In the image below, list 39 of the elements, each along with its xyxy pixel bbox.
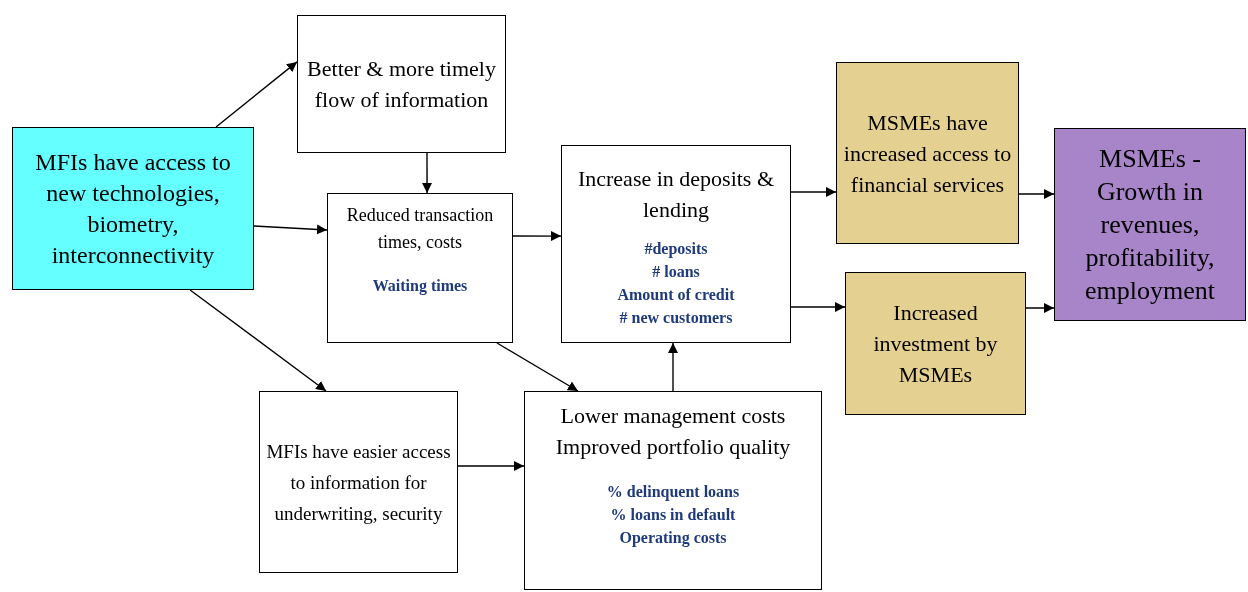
metric-text: % loans in default (610, 505, 736, 525)
metric-text: Operating costs (619, 528, 727, 549)
process-box (561, 145, 791, 343)
node-text: MFIs have access to new technologies, biometry, interconnectivity (34, 147, 232, 270)
arrow (1018, 189, 1055, 199)
metric-text: #deposits (644, 239, 708, 260)
process-box (836, 62, 1019, 244)
arrow (496, 342, 579, 392)
arrow (422, 152, 433, 194)
node-text: MSMEs have increased access to financial services (843, 108, 1012, 199)
arrow (215, 61, 298, 128)
arrow (790, 302, 846, 312)
metric-text: Amount of credit (617, 285, 735, 305)
node-text: Lower management costs (560, 402, 786, 430)
arrow (668, 342, 678, 392)
node-text: Increase in deposits & lending (576, 165, 776, 224)
metric-text: # loans (652, 262, 700, 282)
arrow (457, 461, 525, 471)
arrow (189, 289, 327, 392)
process-box (845, 272, 1026, 415)
node-text: Improved portfolio quality (555, 433, 791, 461)
arrow (253, 224, 328, 235)
metric-text: Waiting times (372, 276, 468, 297)
process-box (12, 127, 254, 290)
node-text: MSMEs - Growth in revenues, profitability, employment (1084, 143, 1216, 307)
node-text: Better & more timely flow of information (306, 55, 497, 114)
node-text: MFIs have easier access to information for underwriting, security (266, 439, 451, 526)
node-text: Reduced transaction times, costs (345, 204, 495, 254)
metric-text: % delinquent loans (606, 482, 740, 503)
metric-text: # new customers (619, 308, 733, 328)
process-box (327, 193, 513, 343)
process-box (297, 15, 506, 153)
process-box (524, 391, 822, 590)
arrow (1025, 303, 1055, 314)
arrow (512, 231, 562, 242)
node-text: Increased investment by MSMEs (872, 299, 999, 389)
process-box (1054, 128, 1246, 321)
process-box (259, 391, 458, 573)
arrow (790, 186, 837, 197)
